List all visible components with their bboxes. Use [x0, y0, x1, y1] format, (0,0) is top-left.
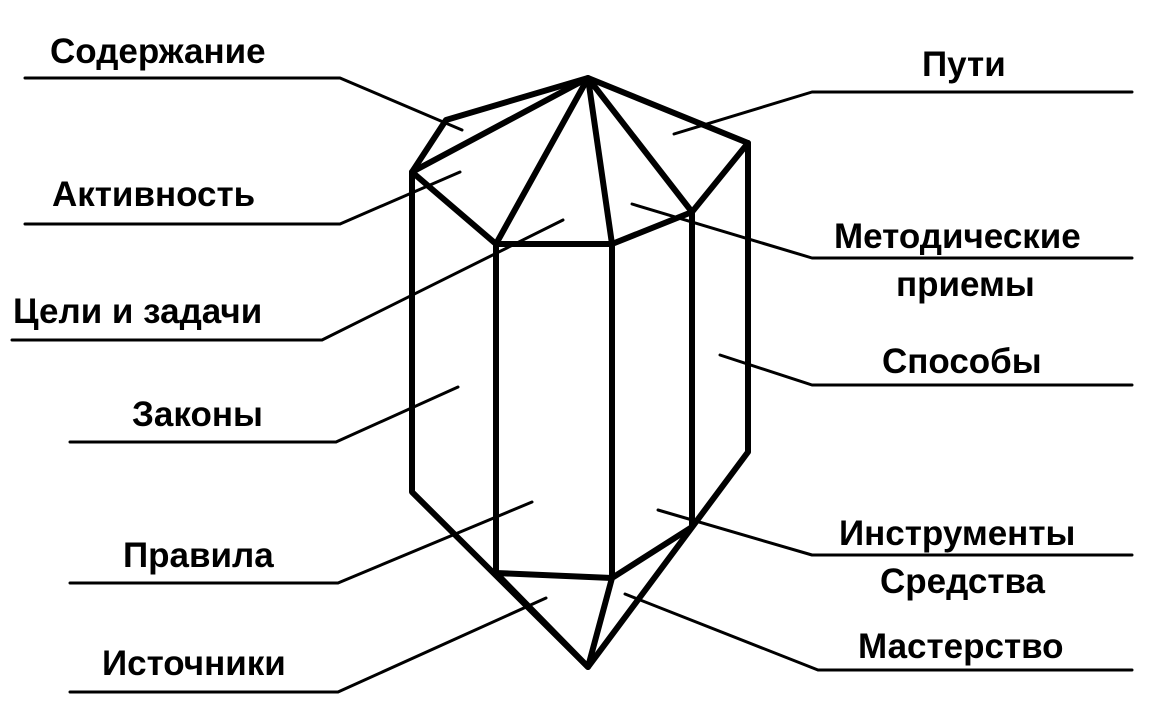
label-metod-line1: Методические	[834, 217, 1081, 256]
crystal-vertical-edges	[493, 209, 695, 581]
crystal-bottom-edges	[493, 524, 695, 670]
label-metod-line2: приемы	[896, 265, 1035, 304]
label-masterstvo: Мастерство	[858, 627, 1064, 666]
leader-zakony	[68, 385, 460, 444]
leader-puti	[672, 90, 1134, 136]
leader-aktivnost	[23, 170, 462, 226]
label-aktivnost: Активность	[52, 175, 255, 214]
leader-istochniki	[68, 596, 548, 694]
crystal-apex-rays	[409, 75, 695, 247]
leader-pravila	[68, 500, 534, 585]
leader-instrumenty	[656, 508, 1134, 557]
leader-tseli	[10, 218, 565, 342]
leader-masterstvo	[623, 592, 1134, 672]
label-tseli: Цели и задачи	[13, 292, 262, 331]
crystal	[409, 75, 751, 670]
leader-soderzhanie	[23, 76, 464, 132]
leader-sposoby	[718, 353, 1134, 387]
label-zakony: Законы	[132, 395, 263, 434]
label-puti: Пути	[922, 45, 1006, 84]
label-instrumenty: Инструменты	[839, 514, 1075, 553]
label-pravila: Правила	[123, 536, 274, 575]
label-sposoby: Способы	[882, 342, 1042, 381]
crystal-top-edges	[409, 140, 751, 247]
label-sredstva: Средства	[880, 562, 1046, 601]
label-soderzhanie: Содержание	[50, 32, 266, 71]
leader-metod	[630, 202, 1134, 260]
label-istochniki: Источники	[102, 644, 286, 683]
